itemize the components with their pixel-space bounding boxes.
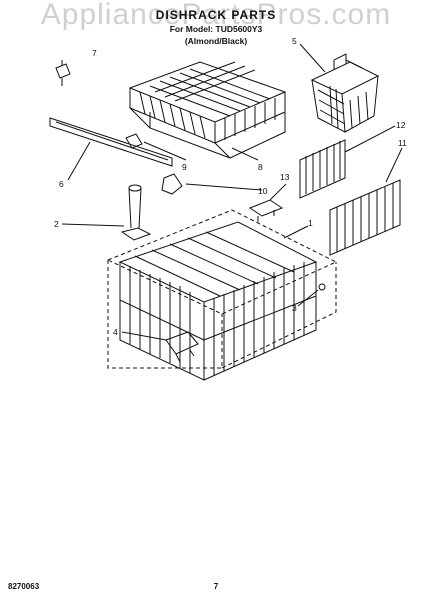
callout-labels: 1 2 3 4 5 6 7 8 9 10 11 12 13	[54, 36, 407, 337]
callout-2: 2	[54, 219, 59, 229]
roller-part	[248, 199, 284, 222]
callout-13: 13	[280, 172, 290, 182]
callout-12: 12	[396, 120, 406, 130]
adjuster-part	[161, 173, 183, 195]
callout-10: 10	[258, 186, 268, 196]
rack-clip-9-part	[125, 133, 143, 149]
cup-shelf-12-part	[299, 139, 346, 199]
callout-5: 5	[292, 36, 297, 46]
utensil-basket-part	[310, 53, 380, 133]
leader-lines	[61, 43, 403, 341]
lower-rack-part	[106, 209, 338, 381]
callout-4: 4	[113, 327, 118, 337]
clip-3-part	[318, 283, 326, 291]
rail-stop-part	[55, 63, 71, 86]
model-line: For Model: TUD5600Y3	[169, 24, 263, 34]
cup-shelf-11-part	[329, 179, 401, 256]
callout-3: 3	[292, 303, 297, 313]
callout-8: 8	[258, 162, 263, 172]
page-number: 7	[213, 582, 219, 591]
callout-11: 11	[398, 138, 407, 148]
callout-9: 9	[182, 162, 187, 172]
callout-1: 1	[308, 218, 313, 228]
diagram-title: DISHRACK PARTS	[155, 8, 277, 22]
watermark: AppliancePartsPros.com	[40, 0, 392, 31]
callout-6: 6	[59, 179, 64, 189]
document-code: 8270063	[8, 582, 40, 591]
track-rail-part	[49, 117, 173, 167]
wheel-part	[165, 331, 199, 363]
upper-rack-part	[128, 61, 287, 159]
color-line: (Almond/Black)	[184, 36, 248, 46]
callout-7: 7	[92, 48, 97, 58]
spray-tube-part	[120, 184, 152, 241]
